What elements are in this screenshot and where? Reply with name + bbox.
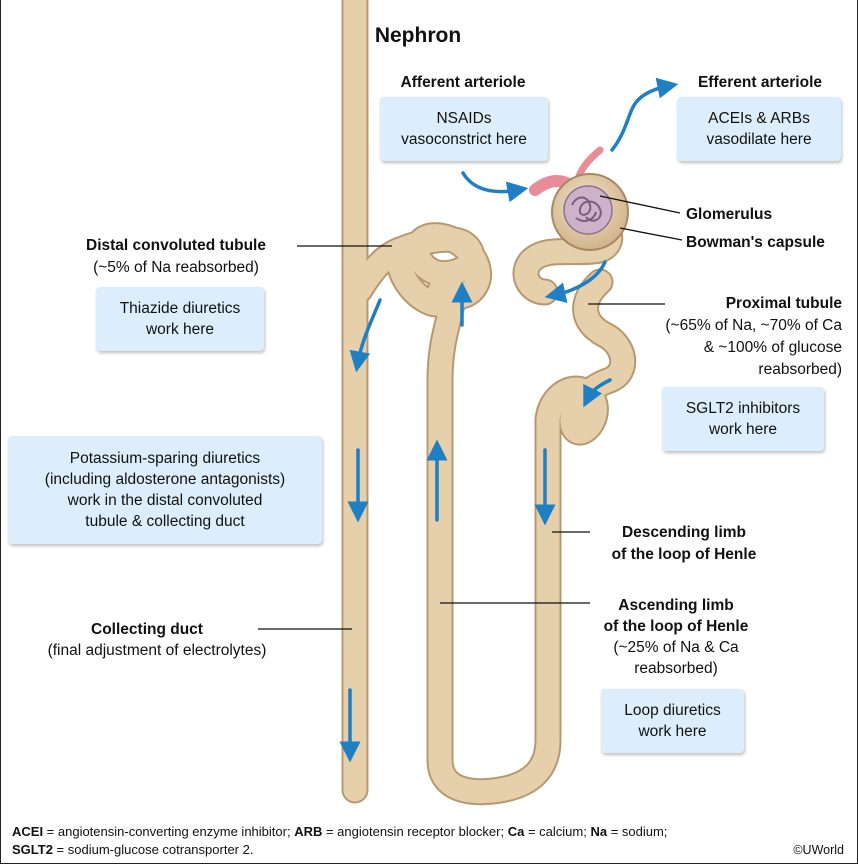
flow-arrows: [339, 77, 679, 763]
glomerulus-capillaries: [571, 196, 602, 222]
box-ksparing-line-4: tubule & collecting duct: [85, 513, 245, 530]
label-efferent-arteriole: Efferent arteriole: [697, 74, 823, 91]
label-ascending-limb-note-2: reabsorbed): [634, 660, 718, 677]
box-potassium-sparing: Potassium-sparing diuretics (including a…: [8, 436, 322, 544]
footer-line-2: SGLT2 = sodium-glucose cotransporter 2.: [12, 841, 667, 859]
box-acei-arb: ACEIs & ARBs vasodilate here: [677, 97, 841, 161]
footer-line-1: ACEI = angiotensin-converting enzyme inh…: [12, 823, 667, 841]
footer-definition: = angiotensin-converting enzyme inhibito…: [43, 824, 295, 839]
label-descending-limb-2: of the loop of Henle: [611, 546, 757, 563]
footer-definition: = angiotensin receptor blocker;: [322, 824, 508, 839]
glomerulus: [563, 185, 613, 235]
abbreviation-footer: ACEI = angiotensin-converting enzyme inh…: [12, 823, 667, 859]
label-proximal-tubule: Proximal tubule: [725, 295, 842, 312]
box-nsaids-line-1: NSAIDs: [436, 110, 492, 127]
footer-definition: = sodium;: [607, 824, 668, 839]
label-collecting-duct: Collecting duct: [91, 621, 203, 638]
box-acei-line-1: ACEIs & ARBs: [708, 110, 810, 127]
box-thiazide-line-2: work here: [145, 321, 215, 338]
label-distal-convoluted-tubule-note: (~5% of Na reabsorbed): [93, 259, 259, 276]
copyright: ©UWorld: [793, 843, 844, 857]
label-ascending-limb-1: Ascending limb: [618, 597, 734, 614]
footer-term: ACEI: [12, 824, 44, 839]
leader-lines: [258, 195, 683, 630]
label-proximal-tubule-note-3: reabsorbed): [758, 361, 842, 378]
label-distal-convoluted-tubule: Distal convoluted tubule: [86, 237, 266, 254]
label-afferent-arteriole: Afferent arteriole: [400, 74, 526, 91]
footer-term: ARB: [294, 824, 323, 839]
label-proximal-tubule-note-1: (~65% of Na, ~70% of Ca: [665, 317, 842, 334]
box-thiazide: Thiazide diuretics work here: [96, 287, 264, 351]
label-ascending-limb-2: of the loop of Henle: [603, 618, 749, 635]
footer-term: SGLT2: [12, 842, 53, 857]
box-nsaids-line-2: vasoconstrict here: [401, 131, 527, 148]
label-bowmans-capsule: Bowman's capsule: [686, 234, 825, 251]
diagram-title: Nephron: [374, 24, 462, 47]
box-sglt2-line-2: work here: [708, 421, 778, 438]
box-loop-line-2: work here: [638, 723, 707, 740]
box-ksparing-line-3: work in the distal convoluted: [67, 492, 263, 509]
box-ksparing-line-1: Potassium-sparing diuretics: [69, 450, 261, 467]
label-proximal-tubule-note-2: & ~100% of glucose: [703, 339, 842, 356]
footer-term: Ca: [507, 824, 525, 839]
footer-term: Na: [590, 824, 608, 839]
box-thiazide-line-1: Thiazide diuretics: [119, 300, 241, 317]
label-collecting-duct-note: (final adjustment of electrolytes): [47, 642, 267, 659]
box-ksparing-line-2: (including aldosterone antagonists): [44, 471, 286, 488]
box-sglt2: SGLT2 inhibitors work here: [662, 387, 824, 451]
label-ascending-limb-note-1: (~25% of Na & Ca: [613, 639, 739, 656]
footer-definition: = calcium;: [524, 824, 591, 839]
box-loop-diuretics: Loop diuretics work here: [601, 689, 744, 753]
label-glomerulus: Glomerulus: [686, 206, 773, 223]
box-nsaids: NSAIDs vasoconstrict here: [380, 97, 548, 161]
box-loop-line-1: Loop diuretics: [624, 702, 721, 719]
footer-definition: = sodium-glucose cotransporter 2.: [52, 842, 254, 857]
label-descending-limb-1: Descending limb: [621, 524, 747, 541]
box-sglt2-line-1: SGLT2 inhibitors: [685, 400, 801, 417]
box-acei-line-2: vasodilate here: [706, 131, 812, 148]
